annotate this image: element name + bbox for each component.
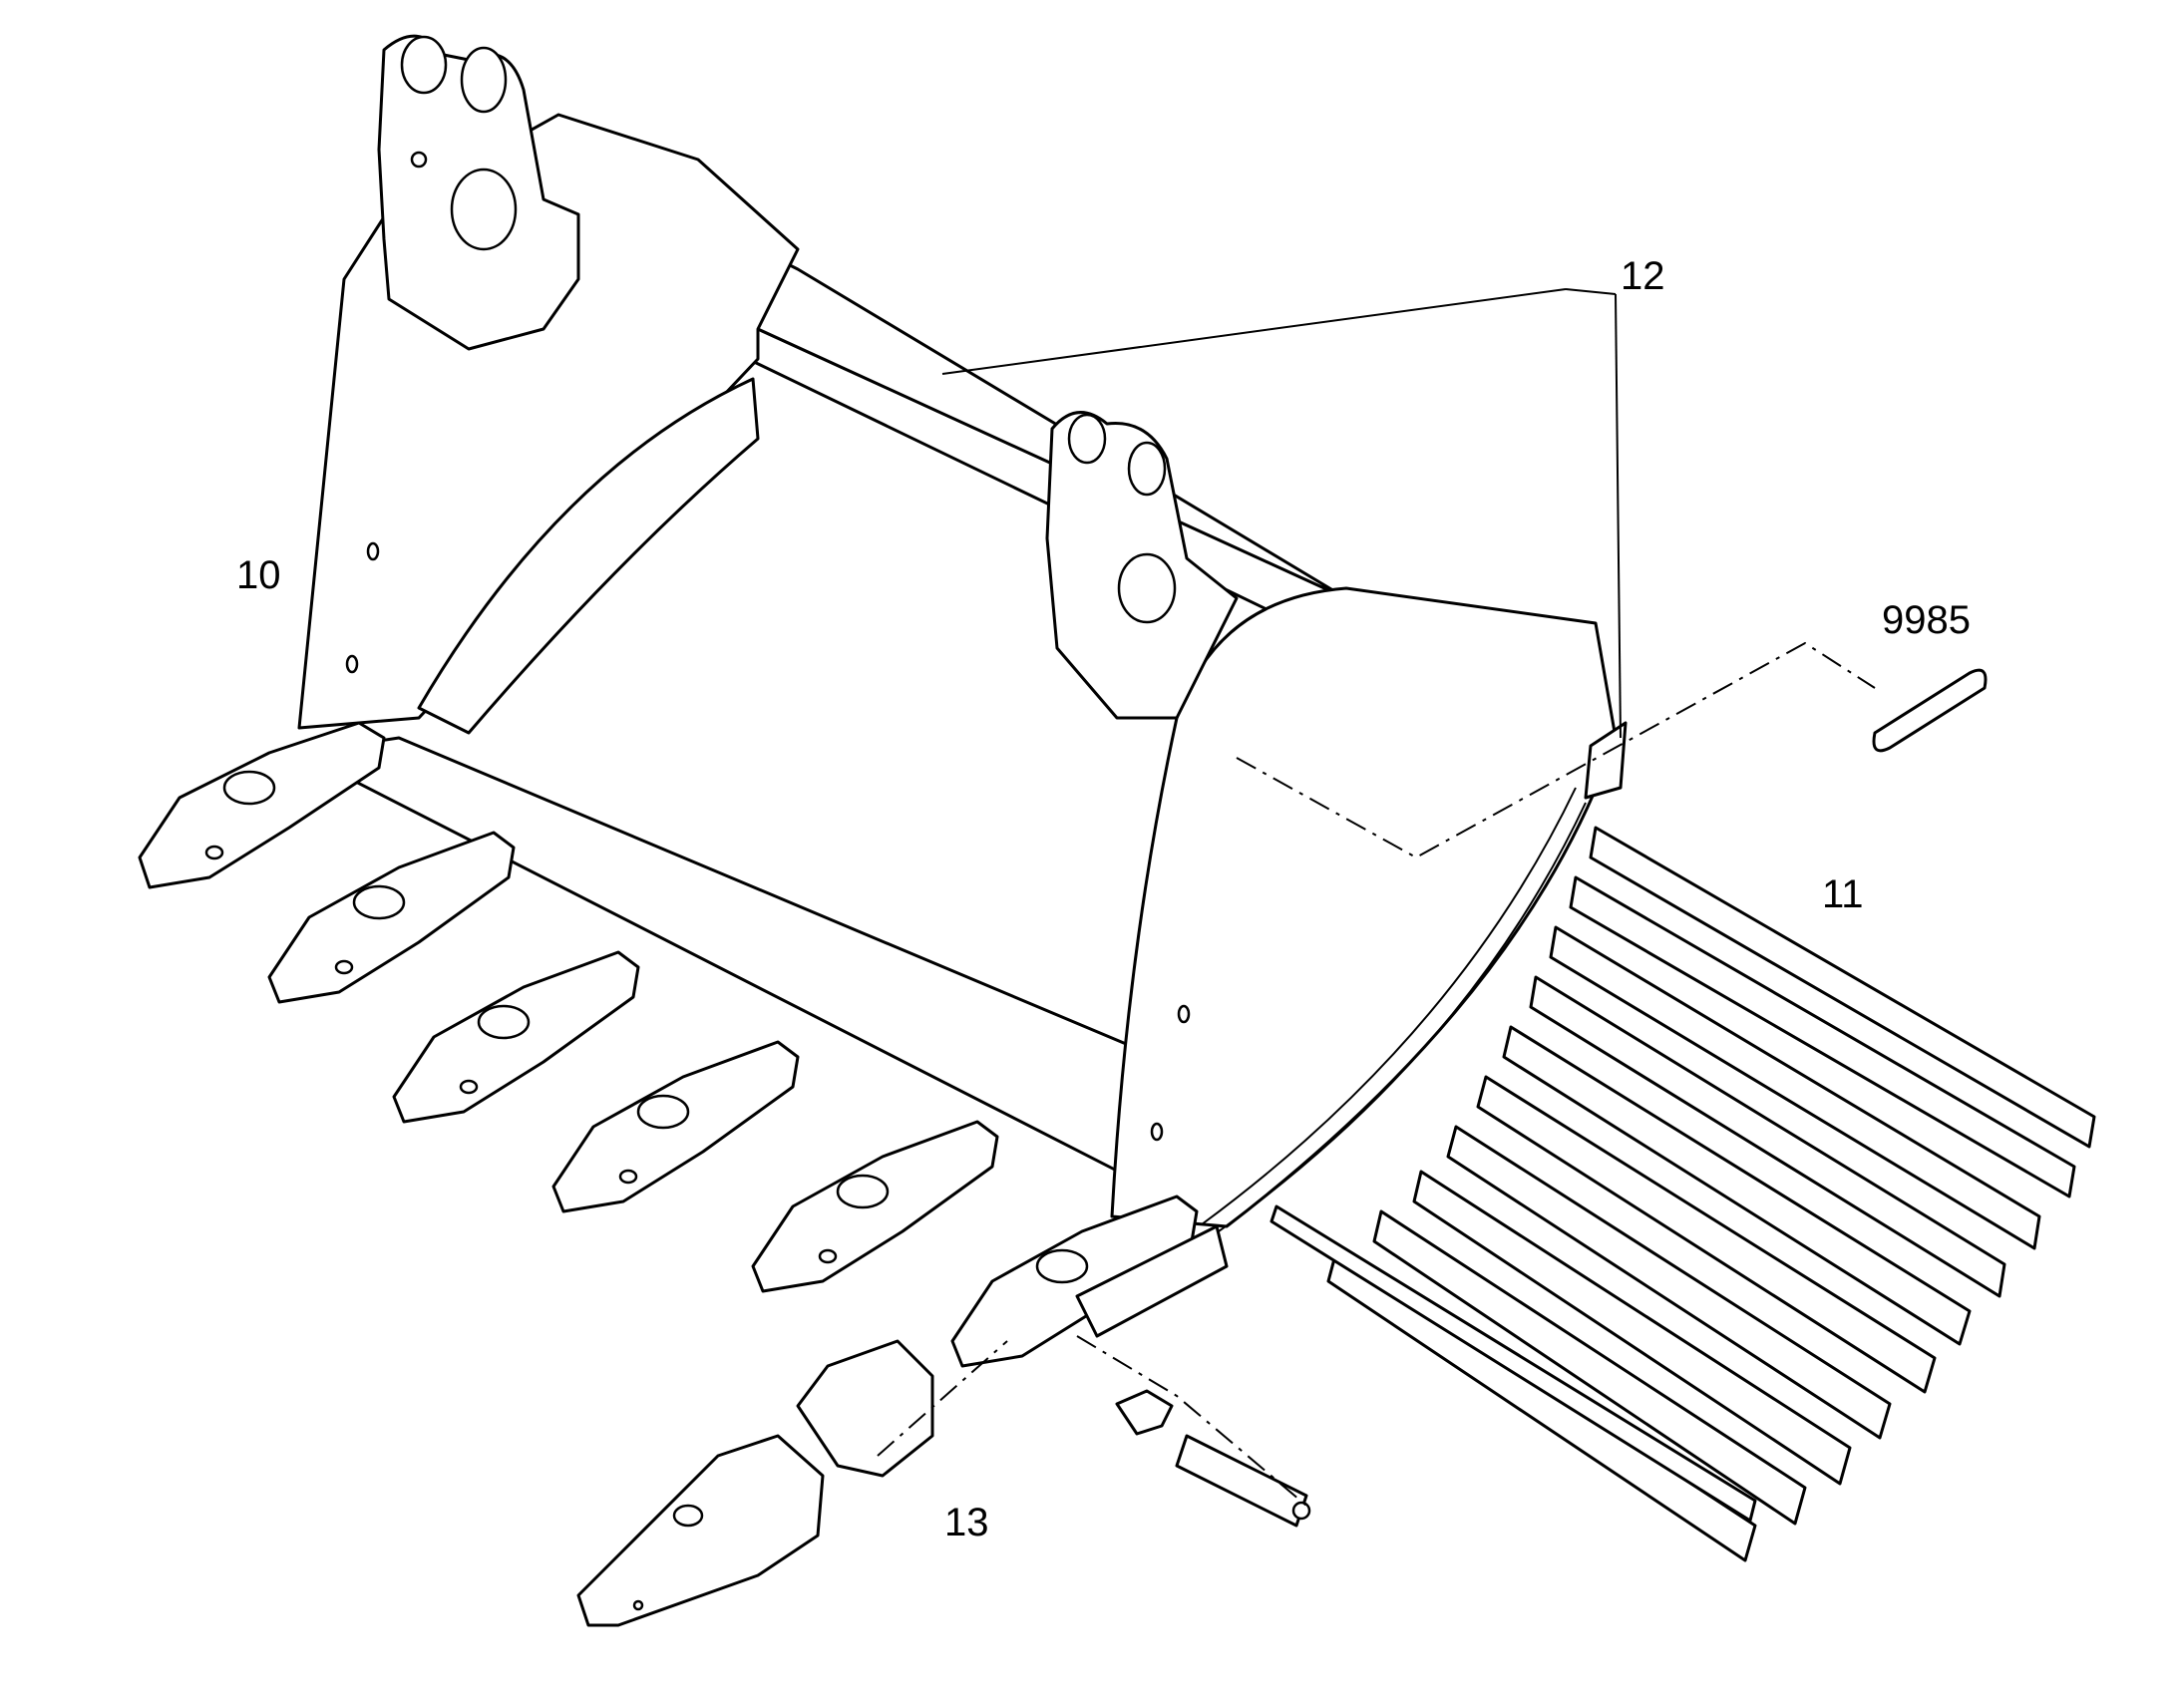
tooth-3 [392,950,640,1124]
callout-12: 12 [1621,254,1665,298]
callout-11: 11 [1822,872,1864,916]
left-bracket [377,34,580,351]
tooth-5 [751,1120,999,1293]
callout-10: 10 [236,553,281,597]
tooth-1 [138,721,386,889]
leader-lines [941,288,1622,739]
tooth-6 [950,1195,1229,1368]
callout-13: 13 [944,1501,989,1544]
right-bracket [1045,411,1239,720]
tooth-4 [551,1040,800,1213]
decal-plate [1236,641,1988,859]
tooth-2 [267,831,516,1004]
wear-strips [1270,826,2096,1562]
exploded-tooth-parts [576,1335,1311,1627]
callout-9985: 9985 [1882,598,1971,642]
